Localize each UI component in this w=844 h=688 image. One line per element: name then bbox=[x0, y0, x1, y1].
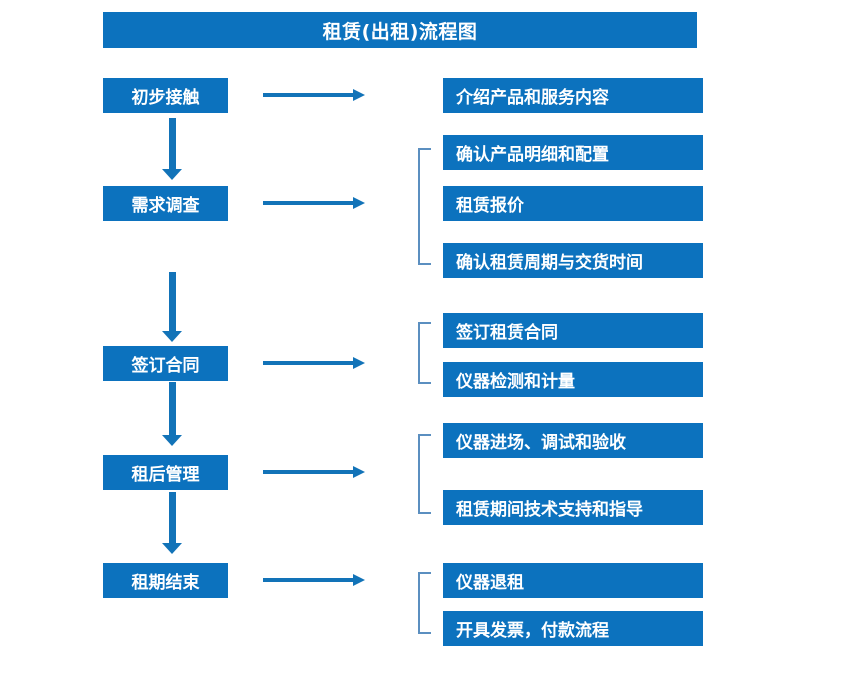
right-arrow-icon-4 bbox=[263, 466, 365, 478]
stage-box-1[interactable]: 初步接触 bbox=[103, 78, 228, 113]
detail-box-2-1[interactable]: 确认产品明细和配置 bbox=[443, 135, 703, 170]
arrow-head bbox=[353, 357, 365, 369]
down-arrow-icon-1 bbox=[162, 118, 183, 180]
arrow-head bbox=[162, 169, 182, 180]
stage-box-4[interactable]: 租后管理 bbox=[103, 455, 228, 490]
arrow-shaft bbox=[263, 361, 354, 365]
right-arrow-icon-5 bbox=[263, 574, 365, 586]
detail-box-1-1[interactable]: 介绍产品和服务内容 bbox=[443, 78, 703, 113]
detail-box-3-2[interactable]: 仪器检测和计量 bbox=[443, 362, 703, 397]
arrow-head bbox=[353, 574, 365, 586]
detail-box-5-2[interactable]: 开具发票，付款流程 bbox=[443, 611, 703, 646]
arrow-shaft bbox=[169, 272, 176, 331]
arrow-head bbox=[162, 331, 182, 342]
page-title: 租赁(出租)流程图 bbox=[103, 12, 697, 48]
detail-box-4-2[interactable]: 租赁期间技术支持和指导 bbox=[443, 490, 703, 525]
arrow-shaft bbox=[169, 118, 176, 169]
arrow-shaft bbox=[169, 492, 176, 543]
arrow-shaft bbox=[263, 470, 354, 474]
bracket-connector-icon-5 bbox=[418, 572, 431, 634]
stage-box-2[interactable]: 需求调查 bbox=[103, 186, 228, 221]
arrow-shaft bbox=[263, 201, 354, 205]
bracket-connector-icon-4 bbox=[418, 434, 431, 514]
stage-box-5[interactable]: 租期结束 bbox=[103, 563, 228, 598]
right-arrow-icon-2 bbox=[263, 197, 365, 209]
down-arrow-icon-4 bbox=[162, 492, 183, 554]
right-arrow-icon-3 bbox=[263, 357, 365, 369]
arrow-shaft bbox=[263, 578, 354, 582]
detail-box-3-1[interactable]: 签订租赁合同 bbox=[443, 313, 703, 348]
bracket-connector-icon-2 bbox=[418, 148, 431, 265]
arrow-head bbox=[353, 197, 365, 209]
arrow-head bbox=[162, 435, 182, 446]
down-arrow-icon-2 bbox=[162, 272, 183, 342]
stage-box-3[interactable]: 签订合同 bbox=[103, 346, 228, 381]
detail-box-2-2[interactable]: 租赁报价 bbox=[443, 186, 703, 221]
arrow-head bbox=[162, 543, 182, 554]
down-arrow-icon-3 bbox=[162, 382, 183, 446]
detail-box-5-1[interactable]: 仪器退租 bbox=[443, 563, 703, 598]
detail-box-2-3[interactable]: 确认租赁周期与交货时间 bbox=[443, 243, 703, 278]
detail-box-4-1[interactable]: 仪器进场、调试和验收 bbox=[443, 423, 703, 458]
arrow-shaft bbox=[263, 93, 354, 97]
arrow-head bbox=[353, 466, 365, 478]
arrow-shaft bbox=[169, 382, 176, 435]
bracket-connector-icon-3 bbox=[418, 322, 431, 384]
arrow-head bbox=[353, 89, 365, 101]
right-arrow-icon-1 bbox=[263, 89, 365, 101]
